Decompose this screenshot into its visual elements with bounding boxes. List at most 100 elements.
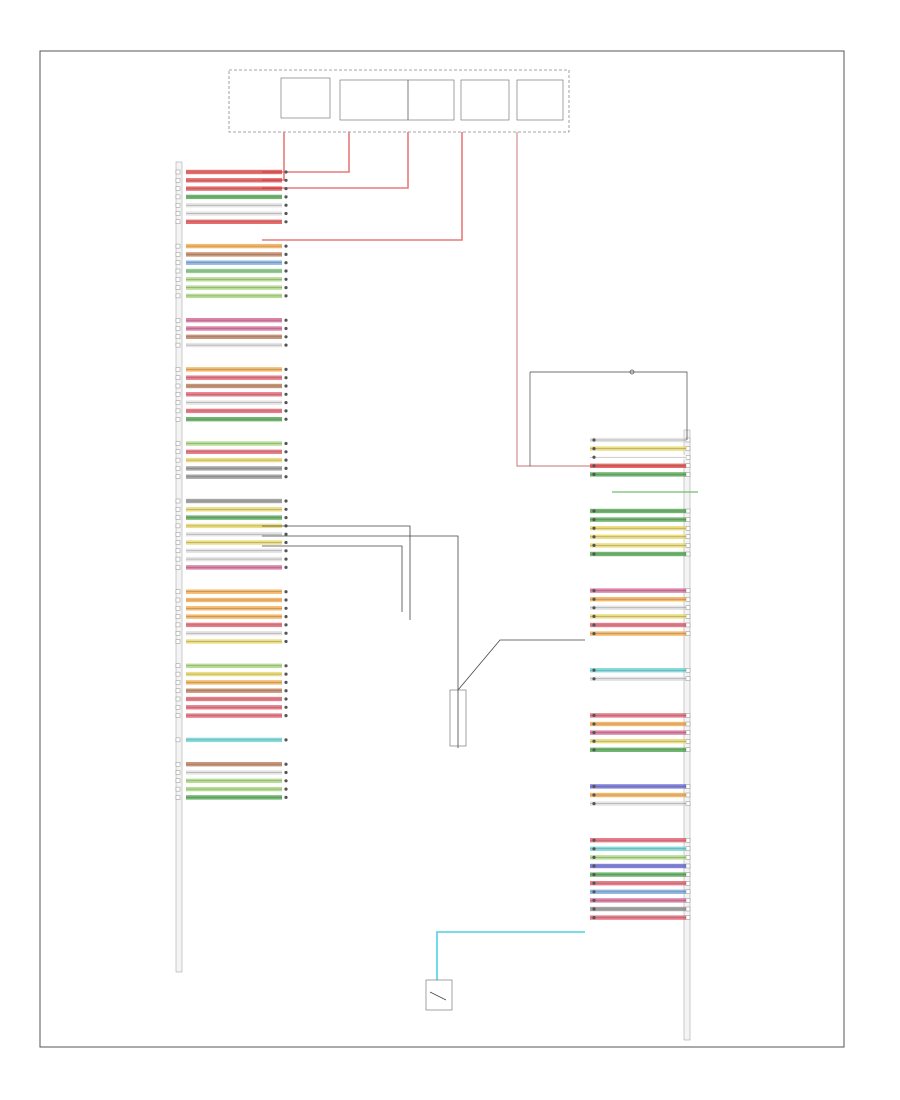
splice-dot [592, 535, 596, 539]
splice-dot [592, 722, 596, 726]
splice-dot [284, 318, 288, 322]
connector-row [175, 178, 288, 183]
pin [175, 696, 181, 702]
splice-dot [284, 499, 288, 503]
splice-dot [284, 714, 288, 718]
pin [175, 169, 181, 175]
connector-row [175, 795, 288, 800]
connector-row [175, 260, 288, 265]
splice-dot [592, 668, 596, 672]
splice-dot [284, 507, 288, 511]
pin [685, 855, 691, 860]
splice-dot [284, 615, 288, 619]
connector-row [590, 863, 691, 869]
splice-dot [284, 376, 288, 380]
pin [685, 517, 691, 522]
splice-dot [592, 447, 596, 451]
splice-dot [284, 178, 288, 182]
connector-row [175, 663, 288, 668]
fuse-4 [460, 79, 510, 121]
pin [685, 463, 691, 468]
pin [175, 680, 181, 685]
splice-dot [284, 639, 288, 644]
connector-row [175, 318, 288, 323]
connector-row [590, 906, 691, 912]
pin [685, 614, 691, 619]
pin [175, 186, 181, 191]
connector-row [590, 472, 691, 477]
fuse-block [228, 69, 570, 133]
connector-row [590, 534, 691, 539]
pin [175, 589, 181, 594]
pin [685, 543, 691, 548]
connector-row [590, 551, 691, 557]
pin [685, 437, 691, 443]
connector-row [175, 400, 288, 405]
pin [175, 671, 181, 677]
splice-dot [284, 252, 288, 256]
pin [685, 872, 691, 877]
pin [175, 211, 181, 216]
pin [685, 472, 691, 477]
pin [685, 526, 691, 531]
pin [685, 739, 691, 744]
pin [685, 863, 691, 869]
pin [685, 534, 691, 539]
connector-row [175, 778, 288, 783]
connector-row [175, 696, 288, 702]
splice-dot [592, 802, 596, 806]
splice-dot [592, 518, 596, 522]
pin [685, 668, 691, 673]
pin [175, 342, 181, 348]
connector-row [590, 588, 691, 593]
pin [175, 556, 181, 562]
pin [685, 784, 691, 789]
pin [685, 713, 691, 718]
connector-row [590, 838, 691, 843]
splice-dot [284, 540, 288, 545]
connector-row [175, 408, 288, 414]
power-wires [262, 132, 463, 241]
connector-row [590, 508, 691, 514]
splice-dot [284, 787, 288, 791]
splice-dot [592, 464, 596, 468]
splice-dot [284, 409, 288, 413]
splice-dot [284, 384, 288, 388]
pin [175, 383, 181, 389]
fuse-3 [407, 79, 455, 121]
connector-row [175, 449, 288, 454]
connector-row [175, 680, 288, 685]
splice-dot [284, 244, 288, 248]
pin [685, 622, 691, 628]
pin [175, 688, 181, 693]
splice-dot [592, 731, 596, 735]
splice-dot [284, 738, 288, 742]
pin [175, 498, 181, 504]
pin [175, 375, 181, 380]
splice-dot [284, 392, 288, 396]
pin [175, 285, 181, 290]
splice-dot [284, 557, 288, 561]
connector-row [175, 770, 288, 775]
splice-dot [592, 898, 596, 903]
pin [175, 540, 181, 545]
connector-row [175, 606, 288, 611]
connector-row [175, 186, 288, 191]
pin [175, 202, 181, 208]
pin [685, 631, 691, 636]
splice-dot [284, 672, 288, 676]
splice-dot [592, 907, 596, 911]
pin [175, 548, 181, 553]
pin [175, 293, 181, 299]
splice-dot [592, 509, 596, 513]
connector-row [175, 268, 288, 274]
splice-dot [284, 770, 288, 775]
splice-dot [284, 779, 288, 783]
splice-dot [592, 784, 596, 789]
power-wire-3 [262, 132, 409, 189]
connector-row [590, 721, 691, 727]
pin [685, 898, 691, 903]
connector-row [175, 383, 288, 389]
pin [685, 747, 691, 752]
connector-row [175, 762, 288, 767]
